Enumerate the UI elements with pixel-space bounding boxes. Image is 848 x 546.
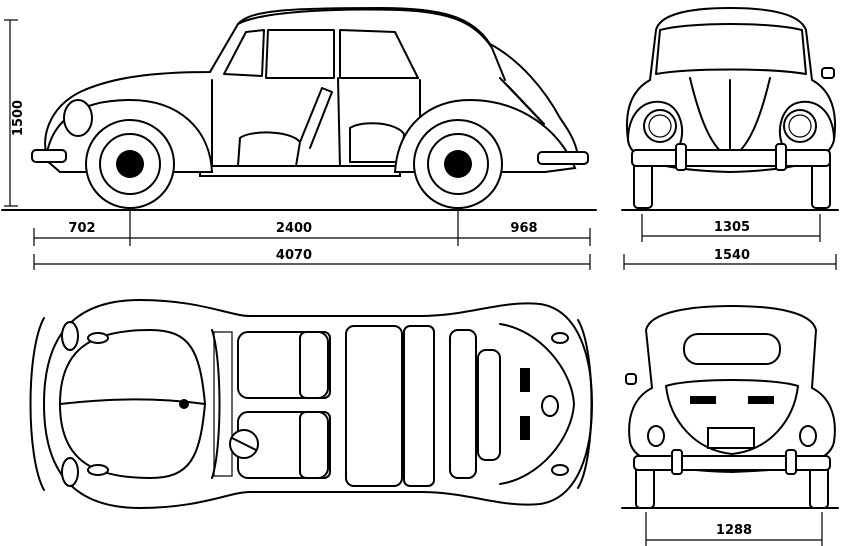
rear-track-dimension: 1288 [645,512,823,546]
rear-track-label: 1288 [716,523,752,538]
top-view [29,298,594,510]
wheelbase-label: 2400 [276,221,312,236]
total-length-label: 4070 [276,248,312,263]
height-label: 1500 [11,100,26,136]
front-view [621,6,839,211]
total-width-label: 1540 [714,248,750,263]
front-overhang-label: 702 [68,221,95,236]
side-view: 1500 [1,6,597,211]
front-width-dimensions: 1305 1540 [623,214,837,270]
front-track-label: 1305 [714,220,750,235]
rear-view [621,304,839,509]
rear-overhang-label: 968 [510,221,537,236]
length-dimensions: 702 2400 968 4070 [33,210,591,270]
